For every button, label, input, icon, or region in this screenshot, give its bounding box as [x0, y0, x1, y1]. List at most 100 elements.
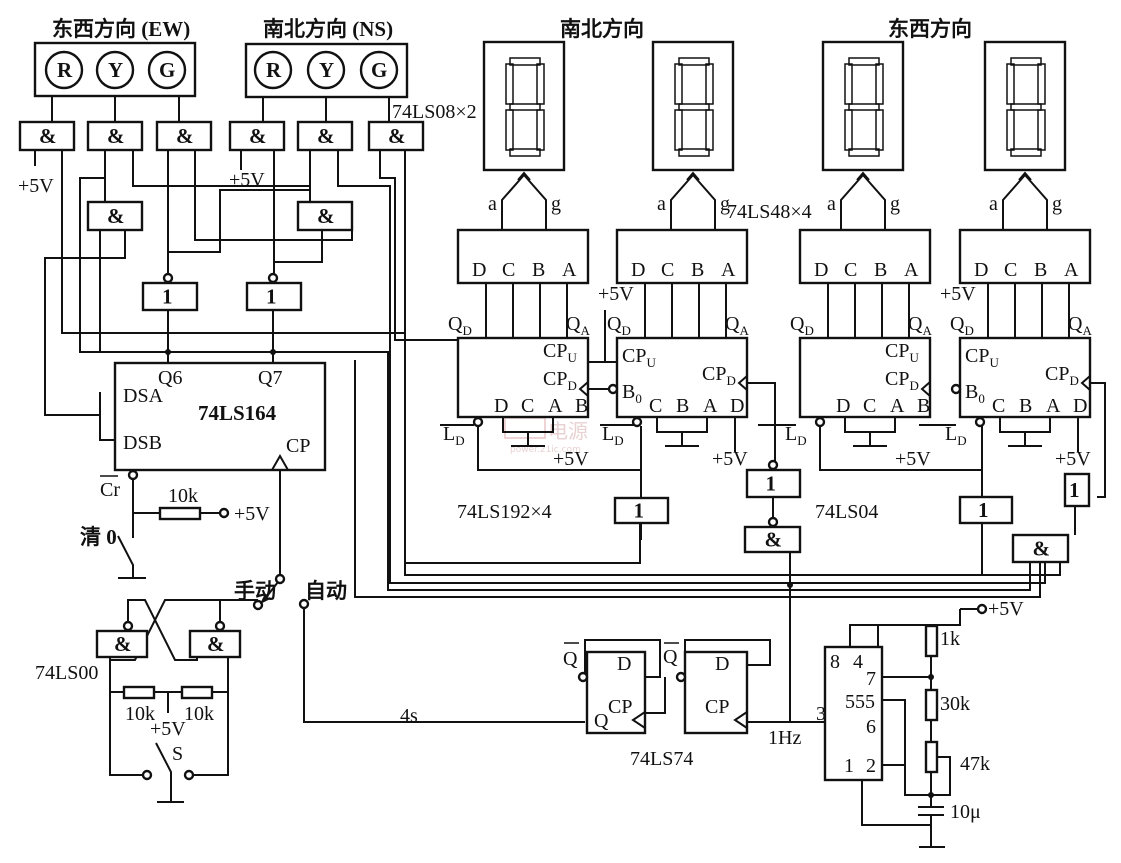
counter-input-label: D	[730, 395, 744, 417]
power-label: +5V	[1055, 448, 1091, 470]
decoder-input-label: A	[1064, 259, 1079, 281]
segment	[678, 103, 710, 111]
cr-pin-label: Cr	[100, 479, 120, 501]
cpu-pin-label-sub: U	[909, 350, 919, 365]
cr-bubble	[127, 469, 139, 481]
qd-pin-label-sub: D	[964, 323, 973, 338]
counter-input-label: C	[521, 395, 534, 417]
clock-triangle-icon	[1080, 375, 1091, 391]
junction-dot	[270, 349, 276, 355]
d-pin-label: D	[617, 653, 631, 675]
gate-symbol: &	[107, 204, 125, 228]
ew-red-light: R	[44, 50, 84, 90]
gate-symbol: 1	[766, 472, 777, 496]
and-gate: &	[86, 120, 144, 152]
clear-switch[interactable]	[117, 535, 146, 579]
junction-dot	[787, 582, 793, 588]
ld-pin-label: LD	[945, 423, 967, 448]
and-gate: &	[228, 120, 286, 152]
gate-symbol: &	[1033, 537, 1051, 561]
wire	[337, 150, 1046, 584]
nand-gate: &	[188, 620, 242, 659]
capacitor-label: 10μ	[950, 801, 981, 823]
watermark-url: power.21ic.com	[510, 445, 581, 455]
segment-g-label: g	[720, 193, 730, 215]
decoder-input-label: A	[721, 259, 736, 281]
b0-pin-label-main: B	[622, 381, 635, 403]
qa-pin-label-main: Q	[566, 313, 581, 335]
junction-dot	[928, 674, 934, 680]
wire	[275, 230, 323, 263]
q7-pin-label: Q7	[258, 367, 282, 389]
qd-pin-label: QD	[950, 313, 974, 338]
ld-pin-label-sub: D	[957, 433, 966, 448]
qd-pin-label-main: Q	[790, 313, 805, 335]
segment	[678, 57, 710, 66]
ld-bubble	[814, 416, 826, 428]
decoder-input-label: A	[904, 259, 919, 281]
wire	[404, 150, 641, 564]
cpd-pin-label-sub: D	[909, 378, 918, 393]
segment	[848, 57, 880, 66]
not-gate: 1	[1063, 472, 1091, 508]
flipflop-1: Q D CP Q	[563, 642, 647, 735]
b0-pin-label: B0	[965, 381, 985, 406]
clear-switch-label[interactable]: 清 0	[80, 525, 117, 549]
cpd-pin-label-sub: D	[567, 378, 576, 393]
segment-bus-arrow	[840, 171, 886, 230]
power-label: +5V	[712, 448, 748, 470]
power-label: +5V	[598, 283, 634, 305]
counter-input-label: D	[836, 395, 850, 417]
qa-pin-label-main: Q	[908, 313, 923, 335]
wire	[132, 470, 220, 538]
pin-label: 3	[816, 703, 826, 725]
pin-label: 1	[844, 755, 854, 777]
power-label: +5V	[553, 448, 589, 470]
wire	[379, 150, 458, 341]
cpu-pin-label: CPU	[543, 340, 577, 365]
switch-s[interactable]	[155, 742, 184, 803]
ic555-timer: 8 4 7 555 3 6 1 2 1k 30k 47k 10μ +5V	[816, 598, 1024, 848]
ns-light-panel: R Y G	[244, 42, 409, 99]
ew-green-light: G	[147, 50, 187, 90]
not-gate: 1	[958, 495, 1014, 525]
qd-pin-label: QD	[448, 313, 472, 338]
and-gate: &	[18, 120, 76, 152]
qa-pin-label: QA	[566, 313, 590, 338]
decoder-input-label: B	[874, 259, 887, 281]
qa-pin-label-main: Q	[1068, 313, 1083, 335]
qa-pin-label-sub: A	[580, 323, 590, 338]
cpu-pin-label-sub: U	[567, 350, 577, 365]
counter-input-label: D	[1073, 395, 1087, 417]
mode-switch[interactable]: 手动 自动	[234, 573, 347, 611]
cpu-pin-label: CPU	[965, 345, 999, 370]
inversion-bubble	[267, 272, 279, 284]
cpu-pin-label-main: CP	[622, 345, 646, 367]
nand-gate: &	[95, 620, 149, 659]
segment	[1010, 57, 1042, 66]
watermark: 电源 power.21ic.com	[504, 417, 588, 455]
power-label: +5V	[940, 283, 976, 305]
resistor-label: 10k	[184, 703, 214, 725]
seven-segment-display	[651, 40, 735, 172]
segment	[848, 103, 880, 111]
segment-a-label: a	[989, 193, 998, 215]
segment	[1010, 148, 1042, 157]
cpu-pin-label-main: CP	[543, 340, 567, 362]
ld-pin-label-sub: D	[455, 433, 464, 448]
counter-input-label: A	[890, 395, 905, 417]
decoder-input-label: A	[562, 259, 577, 281]
qd-pin-label-main: Q	[950, 313, 965, 335]
qd-pin-label-main: Q	[448, 313, 463, 335]
ew-light-panel: R Y G	[33, 41, 197, 98]
decoder-input-label: C	[661, 259, 674, 281]
segment-a-label: a	[657, 193, 666, 215]
cpd-pin-label-sub: D	[726, 373, 735, 388]
ld-bubble	[472, 416, 484, 428]
gate-symbol: &	[176, 124, 194, 148]
junction-dot	[165, 349, 171, 355]
